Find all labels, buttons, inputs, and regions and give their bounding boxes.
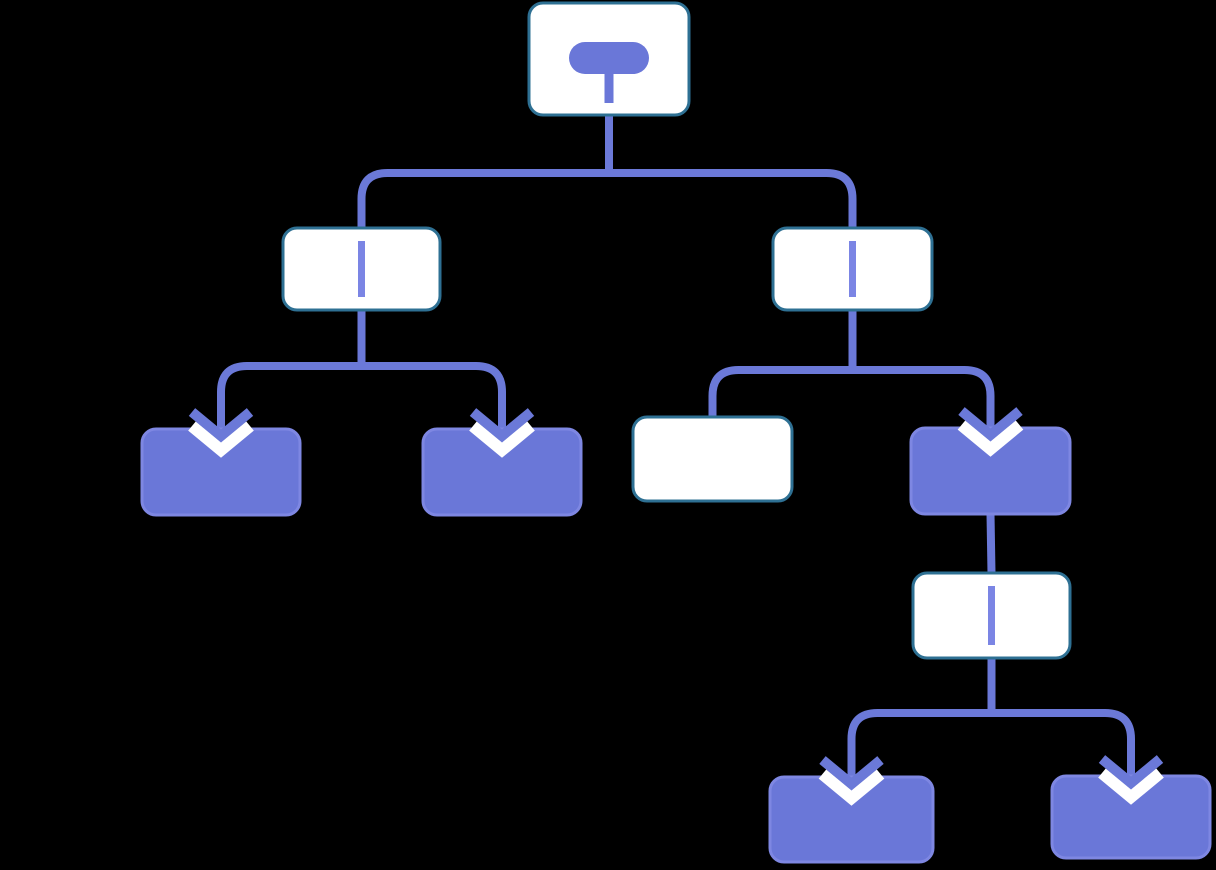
edge-leaf-mid-right-to-branch-lower <box>986 513 996 574</box>
chevron-down-icon <box>958 407 1023 442</box>
edge-branch-right-to-leaf-mid-right <box>848 310 995 433</box>
node-leaf-bottom-right <box>1050 774 1212 860</box>
node-branch-lower <box>911 571 1072 660</box>
chevron-outline-icon <box>957 420 1024 457</box>
chevron-outline-icon <box>188 421 254 458</box>
edge-branch-left-to-leaf-mid-left <box>357 310 506 434</box>
edge-root-to-branch-right <box>605 115 857 228</box>
node-leaf-bottom-left <box>768 775 935 864</box>
edges-layer <box>217 115 1135 782</box>
edge-branch-right-to-open-node <box>708 310 857 417</box>
node-leaf-mid-left <box>421 427 583 517</box>
arrowhead-leaf-bottom-right <box>1098 755 1164 805</box>
arrowheads-layer <box>188 407 1164 806</box>
arrowhead-leaf-mid-left <box>469 408 535 458</box>
purple-node-box <box>768 775 935 864</box>
node-leaf-far-left <box>140 427 302 517</box>
purple-node-box <box>421 427 583 517</box>
purple-node-box <box>1050 774 1212 860</box>
arrowhead-leaf-far-left <box>188 408 254 458</box>
arrowhead-leaf-mid-right <box>957 407 1024 457</box>
purple-node-box <box>909 426 1072 516</box>
node-leaf-mid-right <box>909 426 1072 516</box>
chevron-down-icon <box>1098 755 1164 790</box>
chevron-outline-icon <box>469 421 535 458</box>
chevron-down-icon <box>188 408 254 443</box>
edge-root-to-branch-left <box>357 115 613 228</box>
node-root <box>527 1 691 117</box>
purple-node-box <box>140 427 302 517</box>
chevron-outline-icon <box>1098 768 1164 805</box>
node-branch-right <box>771 226 934 312</box>
nodes-layer <box>140 1 1212 864</box>
node-branch-left <box>281 226 442 312</box>
arrowhead-leaf-bottom-left <box>818 756 885 806</box>
chevron-down-icon <box>469 408 535 443</box>
chevron-outline-icon <box>818 769 885 806</box>
white-node-box <box>631 415 794 503</box>
node-open-node <box>631 415 794 503</box>
chevron-down-icon <box>819 756 884 791</box>
edge-branch-lower-to-leaf-bottom-right <box>987 658 1135 781</box>
pill-glyph <box>569 42 649 74</box>
